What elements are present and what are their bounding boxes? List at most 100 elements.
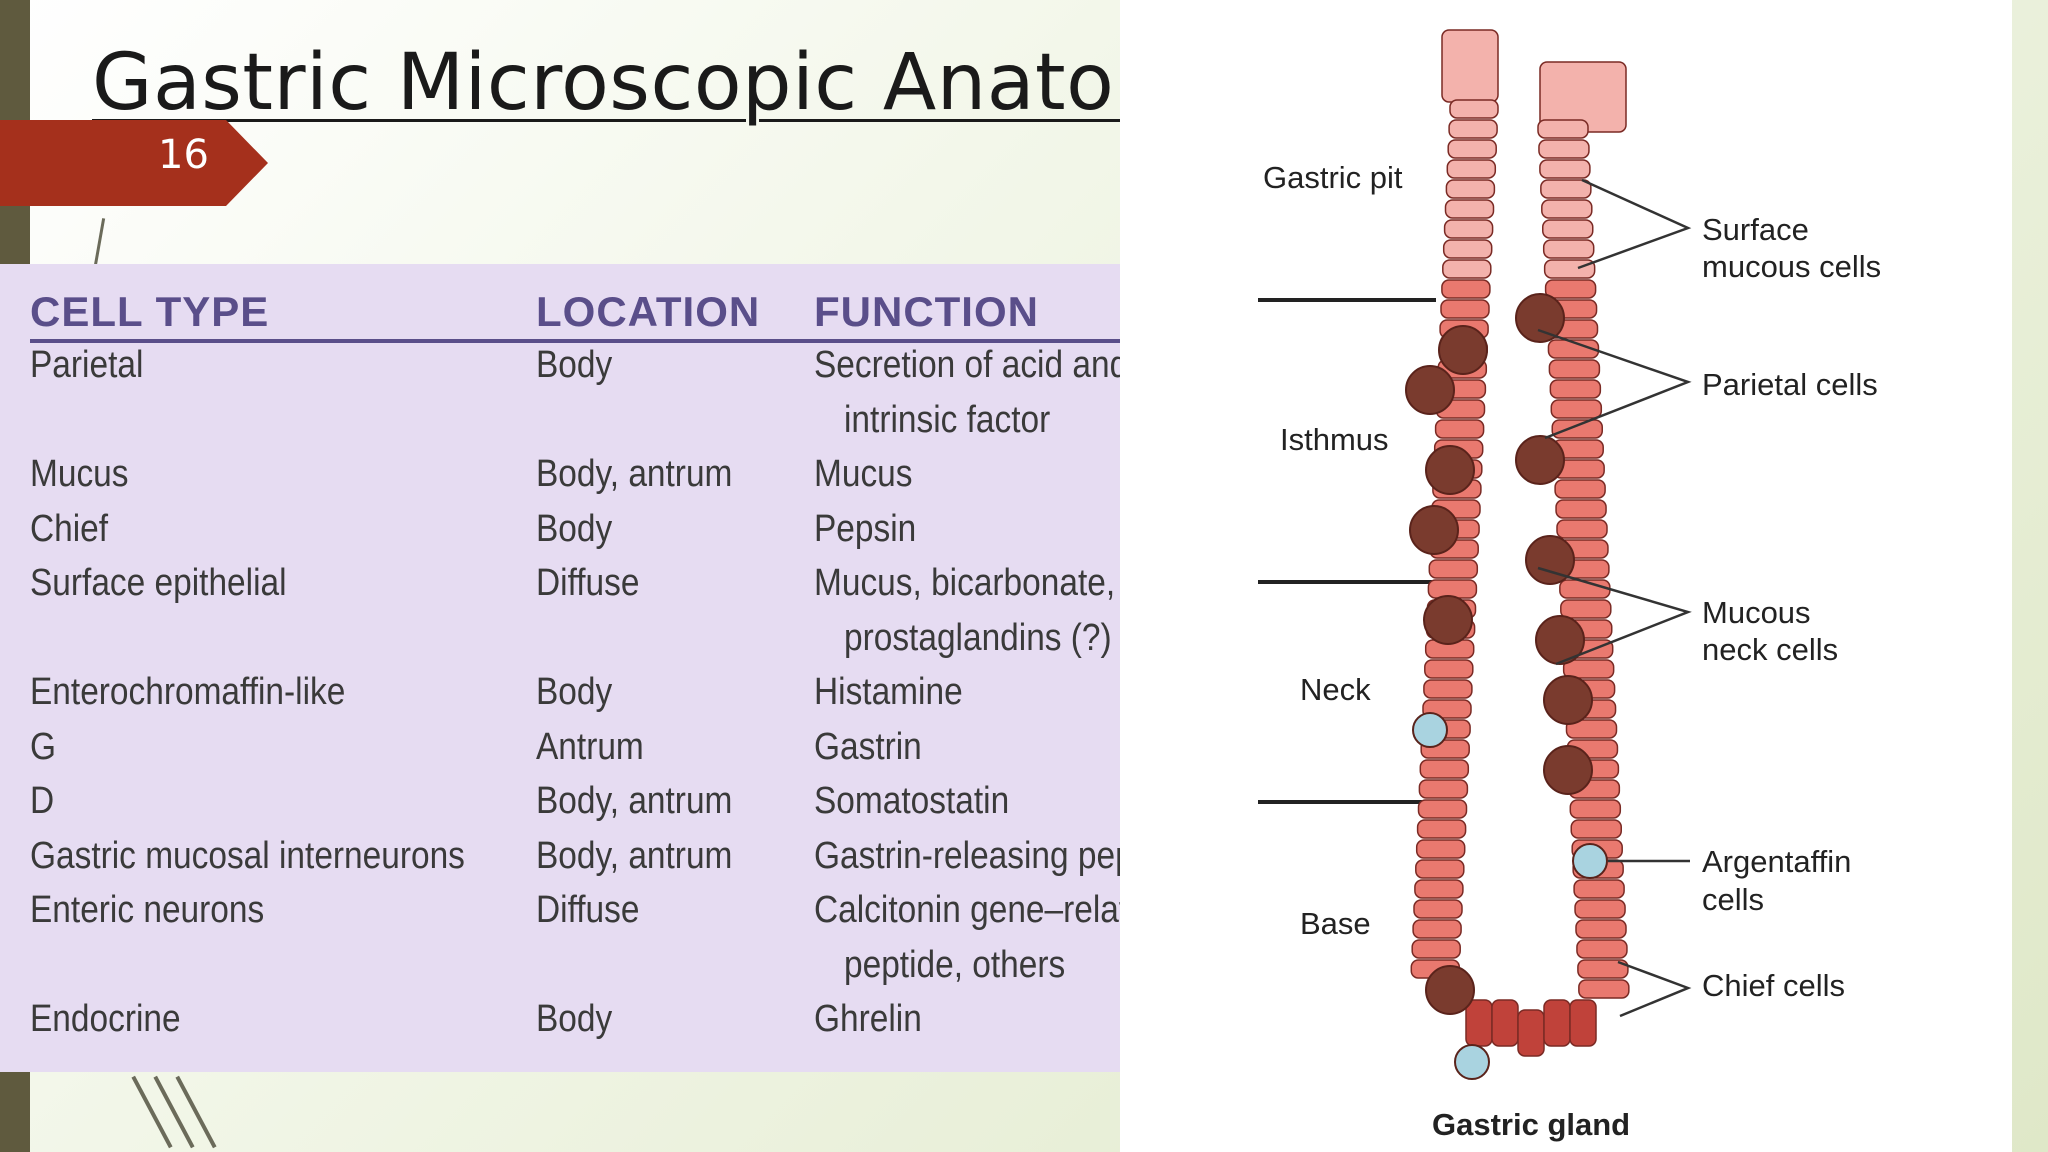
parietal-cell bbox=[1515, 435, 1565, 485]
gland-wall-cell bbox=[1578, 979, 1630, 999]
parietal-cell bbox=[1515, 293, 1565, 343]
region-label-base: Base bbox=[1300, 906, 1371, 941]
gland-wall-cell bbox=[1576, 939, 1628, 959]
gland-wall-cell bbox=[1423, 679, 1473, 699]
parietal-cell bbox=[1425, 445, 1475, 495]
gland-wall-cell bbox=[1569, 799, 1622, 819]
table-cell-function: Histamine bbox=[814, 671, 963, 713]
callout-surface-line1: Surface bbox=[1702, 212, 1809, 247]
gland-wall-cell bbox=[1434, 419, 1485, 439]
table-cell-function: prostaglandins (?) bbox=[844, 616, 1112, 659]
gland-wall-cell bbox=[1560, 599, 1612, 619]
gland-wall-cell bbox=[1542, 239, 1595, 259]
gland-wall-cell bbox=[1548, 359, 1601, 379]
header-location: LOCATION bbox=[536, 288, 761, 335]
gland-wall-cell bbox=[1449, 99, 1499, 119]
callout-line-mucous-neck bbox=[1537, 566, 1692, 666]
chief-cell bbox=[1465, 999, 1493, 1047]
table-cell-function: Mucus bbox=[814, 453, 913, 495]
gland-wall-cell bbox=[1544, 279, 1597, 299]
argentaffin-cell bbox=[1572, 843, 1608, 879]
chief-cell bbox=[1569, 999, 1597, 1047]
gland-wall-cell bbox=[1418, 779, 1469, 799]
parietal-cell bbox=[1543, 745, 1593, 795]
table-cell-function: Ghrelin bbox=[814, 998, 922, 1040]
gland-wall-cell bbox=[1413, 899, 1463, 919]
parietal-cell bbox=[1409, 505, 1459, 555]
parietal-cell bbox=[1438, 325, 1488, 375]
table-cell-location: Body bbox=[536, 671, 613, 713]
region-label-isthmus: Isthmus bbox=[1280, 422, 1389, 457]
gland-wall-cell bbox=[1415, 839, 1466, 859]
gland-wall-cell bbox=[1424, 659, 1474, 679]
callout-chief: Chief cells bbox=[1702, 968, 1845, 1003]
gland-wall-cell bbox=[1440, 299, 1490, 319]
callout-parietal: Parietal cells bbox=[1702, 367, 1878, 402]
parietal-cell bbox=[1525, 535, 1575, 585]
chief-cell bbox=[1491, 999, 1519, 1047]
callout-line-parietal bbox=[1537, 328, 1692, 440]
gland-wall-cell bbox=[1540, 179, 1592, 199]
gland-wall-cell bbox=[1570, 819, 1622, 839]
header-cell-type: CELL TYPE bbox=[30, 288, 270, 335]
chief-cell bbox=[1543, 999, 1571, 1047]
table-cell-cell-type: Endocrine bbox=[30, 998, 181, 1040]
callout-argentaffin-line1: Argentaffin bbox=[1702, 844, 1851, 879]
table-cell-cell-type: Surface epithelial bbox=[30, 562, 287, 604]
gland-wall-cell bbox=[1541, 199, 1593, 219]
slide-number-badge: 16 bbox=[0, 120, 268, 206]
gland-wall-cell bbox=[1538, 139, 1590, 159]
gland-wall-cell bbox=[1447, 139, 1497, 159]
gland-wall-cell bbox=[1411, 939, 1461, 959]
gland-wall-cell bbox=[1554, 479, 1606, 499]
decorative-line bbox=[131, 1075, 173, 1149]
gland-wall-cell bbox=[1543, 259, 1596, 279]
gland-wall-cell bbox=[1444, 199, 1495, 219]
table-cell-cell-type: Enteric neurons bbox=[30, 889, 265, 931]
gland-wall-cell bbox=[1556, 519, 1608, 539]
decorative-line bbox=[93, 218, 106, 266]
gland-cells bbox=[1405, 29, 1630, 1080]
gland-wall-cell bbox=[1547, 339, 1600, 359]
gastric-gland-illustration: Gastric pit Isthmus Neck Base Surface mu… bbox=[1258, 29, 1881, 1142]
header-function: FUNCTION bbox=[814, 288, 1039, 335]
gland-wall-cell bbox=[1415, 859, 1465, 879]
gland-wall-cell bbox=[1550, 399, 1603, 419]
gland-wall-cell bbox=[1555, 499, 1607, 519]
callout-mucous-neck-line2: neck cells bbox=[1702, 632, 1838, 667]
gland-wall-cell bbox=[1412, 919, 1462, 939]
gland-wall-cell bbox=[1574, 899, 1626, 919]
gland-wall-cell bbox=[1441, 279, 1491, 299]
surface-mucous-cell bbox=[1441, 29, 1499, 103]
gland-wall-cell bbox=[1414, 879, 1464, 899]
table-cell-cell-type: D bbox=[30, 780, 55, 822]
table-cell-location: Body bbox=[536, 344, 613, 386]
diagram-caption: Gastric gland bbox=[1432, 1107, 1630, 1142]
table-cell-function: Secretion of acid and bbox=[814, 344, 1129, 386]
table-cell-location: Body, antrum bbox=[536, 780, 733, 822]
table-cell-location: Body bbox=[536, 998, 613, 1040]
gland-wall-cell bbox=[1551, 419, 1603, 439]
table-cell-function: Gastrin bbox=[814, 725, 922, 768]
gland-wall-cell bbox=[1443, 219, 1494, 239]
table-cell-function: peptide, others bbox=[844, 943, 1066, 986]
chief-cell bbox=[1517, 1009, 1545, 1057]
table-cell-location: Body, antrum bbox=[536, 453, 733, 495]
table-cell-cell-type: Parietal bbox=[30, 344, 144, 386]
slide-title: Gastric Microscopic Anatomy bbox=[92, 38, 1238, 128]
table-cell-location: Diffuse bbox=[536, 562, 640, 604]
gland-wall-cell bbox=[1419, 759, 1470, 779]
gland-wall-cell bbox=[1539, 159, 1591, 179]
callout-mucous-neck-line1: Mucous bbox=[1702, 595, 1811, 630]
gland-wall-cell bbox=[1575, 919, 1627, 939]
gland-wall-cell bbox=[1537, 119, 1589, 139]
gland-wall-cell bbox=[1442, 259, 1492, 279]
decorative-line bbox=[175, 1075, 217, 1149]
table-cell-cell-type: Chief bbox=[30, 507, 109, 550]
table-cell-cell-type: Mucus bbox=[30, 453, 129, 495]
parietal-cell bbox=[1425, 965, 1475, 1015]
region-label-neck: Neck bbox=[1300, 672, 1371, 707]
callout-lines bbox=[1537, 178, 1692, 1018]
table-cell-location: Body bbox=[536, 507, 613, 550]
gland-wall-cell bbox=[1428, 559, 1479, 579]
